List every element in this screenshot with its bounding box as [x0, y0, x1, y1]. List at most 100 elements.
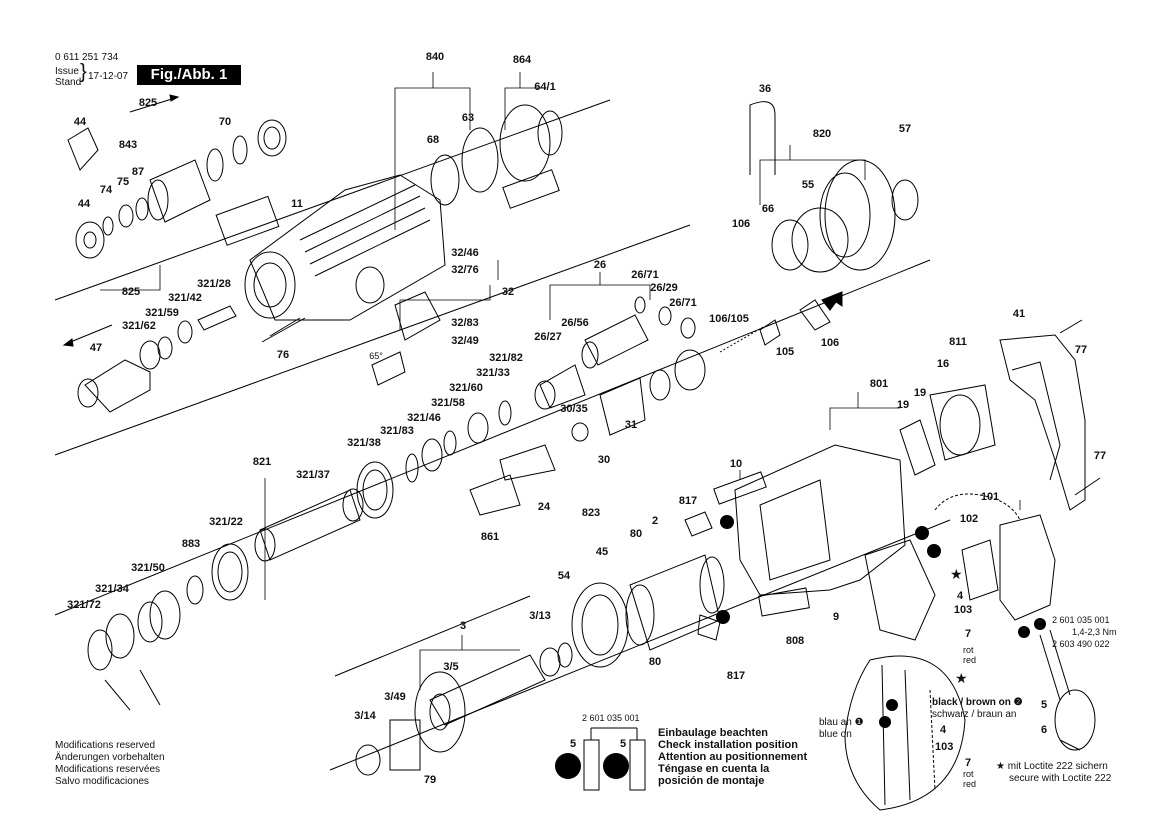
part-label: 6 — [1040, 724, 1048, 736]
part-label: 820 — [812, 128, 832, 140]
part-label: 825 — [138, 97, 158, 109]
part-label: 26/71 — [631, 269, 659, 281]
handle-housing — [713, 384, 996, 641]
wiring-inset — [844, 655, 966, 811]
part-label: 77 — [1093, 450, 1107, 462]
wire-blau-an: blau an ❶ — [819, 717, 864, 728]
part-label: 44 — [77, 198, 91, 210]
part-label: 817 — [678, 495, 698, 507]
band-line-3 — [54, 259, 931, 616]
wire-blue-on: blue on — [819, 729, 852, 740]
part-label: 45 — [595, 546, 609, 558]
part-label: 106/105 — [709, 313, 749, 325]
part-label: 19 — [913, 387, 927, 399]
part-label: 843 — [118, 139, 138, 151]
brace-glyph: } — [80, 61, 87, 83]
part-label: 57 — [898, 123, 912, 135]
part-label: 30/35 — [560, 403, 588, 415]
part-label: 76 — [276, 349, 290, 361]
part-label: 19 — [896, 399, 910, 411]
part-label: 105 — [775, 346, 795, 358]
part-label: 321/22 — [209, 516, 243, 528]
part-label: 321/82 — [489, 352, 523, 364]
part-label: 9 — [832, 611, 840, 623]
part-label: 66 — [761, 203, 775, 215]
inset-rot: rot — [963, 769, 974, 779]
switch-rot: rot — [963, 645, 974, 655]
leader-lines — [100, 72, 1021, 690]
install-label-b: 5 — [620, 738, 627, 750]
part-label: 32/83 — [451, 317, 479, 329]
band-line-2 — [54, 224, 691, 456]
part-label: 861 — [480, 531, 500, 543]
part-label: 32 — [501, 286, 515, 298]
part-label: 106 — [731, 218, 751, 230]
issue-date: 17-12-07 — [88, 71, 129, 82]
install-position-diagram — [583, 727, 646, 791]
striker-mechanism — [469, 296, 766, 516]
part-label: 3 — [459, 620, 467, 632]
part-label: 101 — [980, 491, 1000, 503]
part-label: 321/42 — [168, 292, 202, 304]
part-label: 87 — [131, 166, 145, 178]
torque-value: 1,4-2,3 Nm — [1072, 627, 1117, 637]
part-label: 321/50 — [131, 562, 165, 574]
part-label: 3/13 — [529, 610, 551, 622]
part-label: 321/62 — [122, 320, 156, 332]
issue-label: Issue — [55, 66, 79, 77]
part-label: 823 — [581, 507, 601, 519]
wire-schwarz-braun: schwarz / braun an — [932, 709, 1017, 720]
part-label: 32/49 — [451, 335, 479, 347]
part-label: 3/49 — [384, 691, 406, 703]
part-label: 321/60 — [449, 382, 483, 394]
part-label: 24 — [537, 501, 551, 513]
spindle-parts — [77, 291, 441, 413]
part-label: 26/71 — [669, 297, 697, 309]
arrow-825-mid — [67, 324, 113, 344]
part-label: 36 — [758, 83, 772, 95]
install-label-a: 5 — [570, 738, 577, 750]
install-ref: 2 601 035 001 — [582, 713, 640, 723]
inset-label-103: 103 — [935, 741, 954, 753]
part-label: 321/38 — [347, 437, 381, 449]
star-icon: ★ — [955, 670, 968, 686]
part-label: 321/46 — [407, 412, 441, 424]
part-label: 30 — [597, 454, 611, 466]
part-label: 26/56 — [561, 317, 589, 329]
part-label: 79 — [423, 774, 437, 786]
part-label: 864 — [512, 54, 532, 66]
part-label: 32/46 — [451, 247, 479, 259]
stand-label: Stand — [55, 77, 82, 88]
part-label: 801 — [869, 378, 889, 390]
part-label: 77 — [1074, 344, 1088, 356]
arrow-825-top — [129, 97, 176, 113]
band-line-1 — [54, 99, 611, 301]
part-label: 106 — [820, 337, 840, 349]
part-label: 26/29 — [650, 282, 678, 294]
part-label: 44 — [73, 116, 87, 128]
part-label: 70 — [218, 116, 232, 128]
switch-red: red — [963, 655, 977, 665]
barrel-parts — [87, 400, 512, 711]
part-label: 41 — [1012, 308, 1026, 320]
part-label: 840 — [425, 51, 445, 63]
part-label: 80 — [648, 656, 662, 668]
part-label: 2 — [651, 515, 659, 527]
part-label: 75 — [116, 176, 130, 188]
part-label: 821 — [252, 456, 272, 468]
install-note-text: Einbaulage beachten Check installation p… — [658, 727, 808, 787]
part-label: 825 — [121, 286, 141, 298]
part-label: 55 — [801, 179, 815, 191]
part-label: 26 — [593, 259, 607, 271]
part-label: 31 — [624, 419, 638, 431]
inset-label-4: 4 — [940, 724, 947, 736]
part-label: 321/59 — [145, 307, 179, 319]
part-label: 321/83 — [380, 425, 414, 437]
loctite-line-2: secure with Loctite 222 — [1009, 773, 1112, 784]
part-label: 16 — [936, 358, 950, 370]
star-icon: ★ — [996, 761, 1005, 772]
wire-black-brown: black / brown on ❷ — [932, 697, 1023, 708]
part-label: 47 — [89, 342, 103, 354]
